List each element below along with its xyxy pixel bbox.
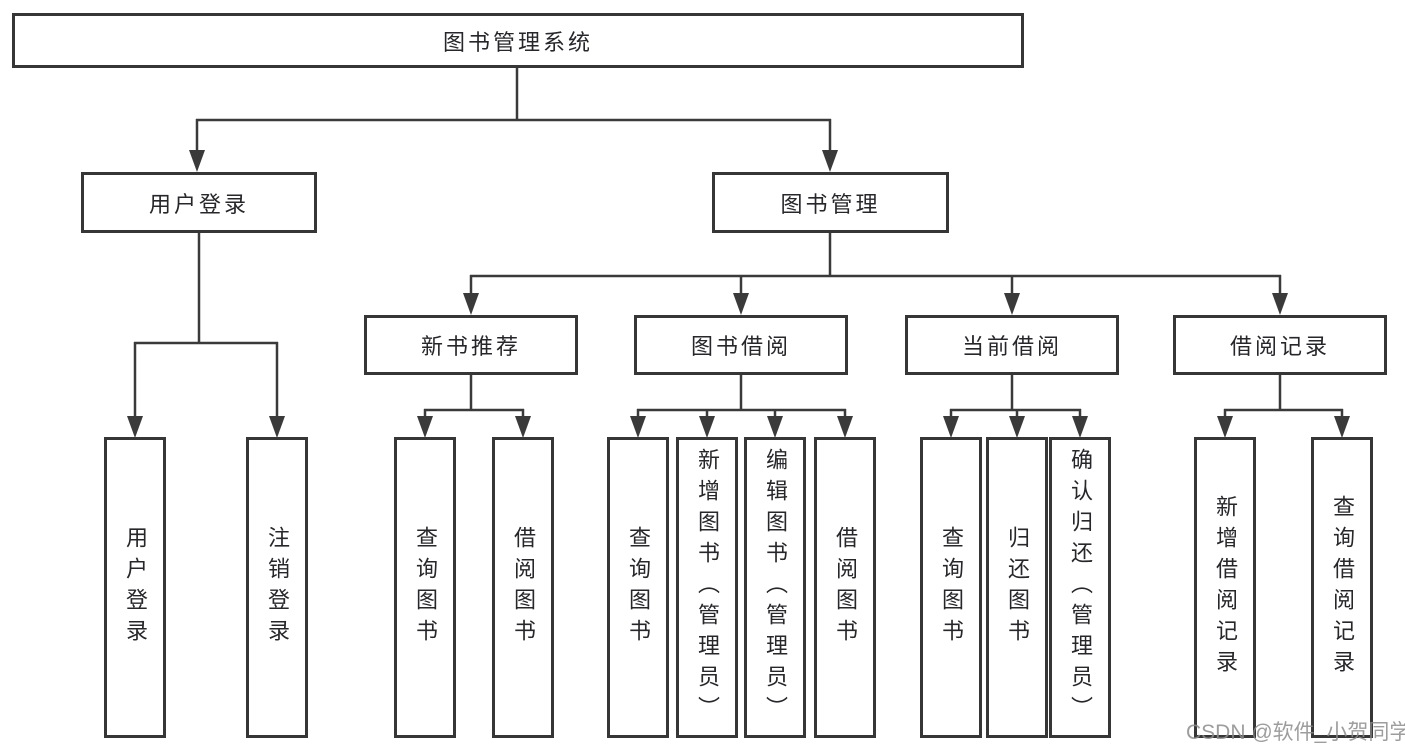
arrowhead (767, 416, 783, 438)
leaf-label: 查询图书 (626, 525, 651, 650)
arrowhead (1272, 293, 1288, 315)
node-library-system: 图书管理系统 (12, 13, 1024, 68)
arrowhead (837, 416, 853, 438)
csdn-watermark: CSDN @软件_小贺同学 (1186, 721, 1405, 744)
arrowhead (822, 150, 838, 172)
node-label: 用户登录 (148, 191, 249, 217)
leaf-add-book-admin: 新增图书（管理员） (676, 437, 738, 738)
arrowhead (1072, 416, 1088, 438)
leaf-user-login: 用户登录 (104, 437, 166, 738)
leaf-label: 确认归还（管理员） (1068, 448, 1093, 727)
arrowhead (1217, 416, 1233, 438)
arrowhead (1334, 416, 1350, 438)
leaf-query-book-borrowing: 查询图书 (607, 437, 669, 738)
leaf-query-book-recommend: 查询图书 (394, 437, 456, 738)
leaf-label: 新增借阅记录 (1213, 494, 1238, 681)
arrowhead (417, 416, 433, 438)
arrowhead (127, 416, 143, 438)
leaf-label: 查询图书 (413, 525, 438, 650)
node-label: 图书管理 (780, 191, 881, 217)
node-label: 借阅记录 (1229, 334, 1330, 359)
node-label: 当前借阅 (961, 334, 1062, 359)
leaf-label: 查询图书 (939, 525, 964, 650)
arrowhead (189, 150, 205, 172)
leaf-query-book-current: 查询图书 (920, 437, 982, 738)
node-user-login: 用户登录 (81, 172, 317, 233)
leaf-label: 新增图书（管理员） (695, 448, 720, 727)
arrowhead (630, 416, 646, 438)
node-borrow-records: 借阅记录 (1173, 315, 1387, 375)
node-book-management: 图书管理 (712, 172, 949, 233)
arrowhead (943, 416, 959, 438)
node-label: 图书管理系统 (442, 29, 593, 55)
node-label: 新书推荐 (420, 334, 521, 359)
arrowhead (733, 293, 749, 315)
arrowhead (699, 416, 715, 438)
leaf-label: 注销登录 (265, 525, 290, 650)
leaf-label: 编辑图书（管理员） (763, 448, 788, 727)
leaf-borrow-book-recommend: 借阅图书 (492, 437, 554, 738)
leaf-query-borrow-record: 查询借阅记录 (1311, 437, 1373, 738)
arrowhead (269, 416, 285, 438)
leaf-label: 归还图书 (1005, 525, 1030, 650)
node-label: 图书借阅 (690, 334, 791, 359)
node-new-book-recommend: 新书推荐 (364, 315, 578, 375)
leaf-label: 用户登录 (123, 525, 148, 650)
leaf-add-borrow-record: 新增借阅记录 (1194, 437, 1256, 738)
leaf-label: 借阅图书 (511, 525, 536, 650)
arrowhead (1004, 293, 1020, 315)
leaf-label: 查询借阅记录 (1330, 494, 1355, 681)
leaf-confirm-return-admin: 确认归还（管理员） (1049, 437, 1111, 738)
node-book-borrowing: 图书借阅 (634, 315, 848, 375)
leaf-return-book: 归还图书 (986, 437, 1048, 738)
leaf-label: 借阅图书 (833, 525, 858, 650)
arrowhead (515, 416, 531, 438)
arrowhead (463, 293, 479, 315)
leaf-logout: 注销登录 (246, 437, 308, 738)
leaf-edit-book-admin: 编辑图书（管理员） (744, 437, 806, 738)
node-current-borrowing: 当前借阅 (905, 315, 1119, 375)
leaf-borrow-book: 借阅图书 (814, 437, 876, 738)
arrowhead (1009, 416, 1025, 438)
